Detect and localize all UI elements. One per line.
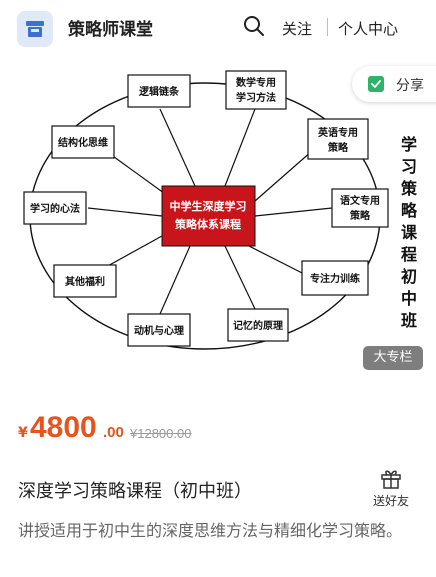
svg-text:策略: 策略 <box>328 141 349 154</box>
original-price: ¥12800.00 <box>130 426 192 441</box>
node-structured-thinking: 结构化思维 <box>51 125 115 159</box>
share-label: 分享 <box>396 78 424 94</box>
gift-to-friend-button[interactable]: 送好友 <box>366 466 416 510</box>
svg-text:记忆的原理: 记忆的原理 <box>233 319 283 332</box>
node-learning-mindset: 学习的心法 <box>23 191 87 225</box>
svg-text:学习方法: 学习方法 <box>236 91 276 104</box>
svg-text:动机与心理: 动机与心理 <box>134 324 184 337</box>
course-mindmap: 中学生深度学习 策略体系课程 逻辑链条 数学专用 学习方法 英语专用 策略 语文… <box>23 70 389 350</box>
product-title: 深度学习策略课程（初中班） <box>18 481 252 502</box>
node-logic-chain: 逻辑链条 <box>127 74 191 108</box>
svg-text:结构化思维: 结构化思维 <box>58 136 108 149</box>
product-description: 讲授适用于初中生的深度思维方法与精细化学习策略。 <box>18 521 403 540</box>
svg-text:逻辑链条: 逻辑链条 <box>139 85 180 98</box>
node-english-strategy: 英语专用 策略 <box>307 118 369 160</box>
price-currency: ¥ <box>18 425 28 441</box>
node-focus-training: 专注力训练 <box>301 260 369 296</box>
gift-label: 送好友 <box>372 494 409 508</box>
svg-text:英语专用: 英语专用 <box>317 126 358 139</box>
column-badge: 大专栏 <box>363 346 423 370</box>
mindmap-center-box <box>161 185 256 247</box>
header-divider <box>327 18 328 36</box>
search-icon[interactable] <box>243 15 265 37</box>
center-title-line2: 策略体系课程 <box>174 217 241 231</box>
shop-name[interactable]: 策略师课堂 <box>68 20 153 40</box>
center-title-line1: 中学生深度学习 <box>170 199 247 213</box>
follow-button[interactable]: 关注 <box>282 20 313 38</box>
mindmap-spokes <box>87 108 333 315</box>
svg-text:其他福利: 其他福利 <box>65 275 105 288</box>
svg-text:数学专用: 数学专用 <box>236 76 276 89</box>
node-memory-principle: 记忆的原理 <box>227 308 289 342</box>
course-cover-banner[interactable]: 中学生深度学习 策略体系课程 逻辑链条 数学专用 学习方法 英语专用 策略 语文… <box>0 56 436 380</box>
vertical-course-title: 学习策略课程初中班 <box>400 135 417 330</box>
node-math-methods: 数学专用 学习方法 <box>225 70 287 110</box>
profile-center-link[interactable]: 个人中心 <box>338 20 399 38</box>
node-motivation-psychology: 动机与心理 <box>127 313 191 347</box>
wechat-share-icon <box>368 76 384 92</box>
gift-icon <box>381 470 401 489</box>
shop-header: 策略师课堂 关注 个人中心 <box>0 0 436 56</box>
svg-text:学习的心法: 学习的心法 <box>30 202 80 215</box>
node-chinese-strategy: 语文专用 策略 <box>331 188 389 228</box>
price-decimal: .00 <box>103 424 124 441</box>
node-other-benefits: 其他福利 <box>53 264 117 298</box>
store-icon <box>26 21 44 37</box>
share-button[interactable]: 分享 <box>352 66 436 102</box>
price-integer: 4800 <box>30 411 97 444</box>
shop-logo[interactable] <box>17 11 53 47</box>
svg-text:策略: 策略 <box>350 209 371 222</box>
price-row: ¥ 4800 .00 ¥12800.00 <box>0 408 436 448</box>
svg-text:语文专用: 语文专用 <box>340 194 380 207</box>
svg-text:专注力训练: 专注力训练 <box>310 272 360 285</box>
